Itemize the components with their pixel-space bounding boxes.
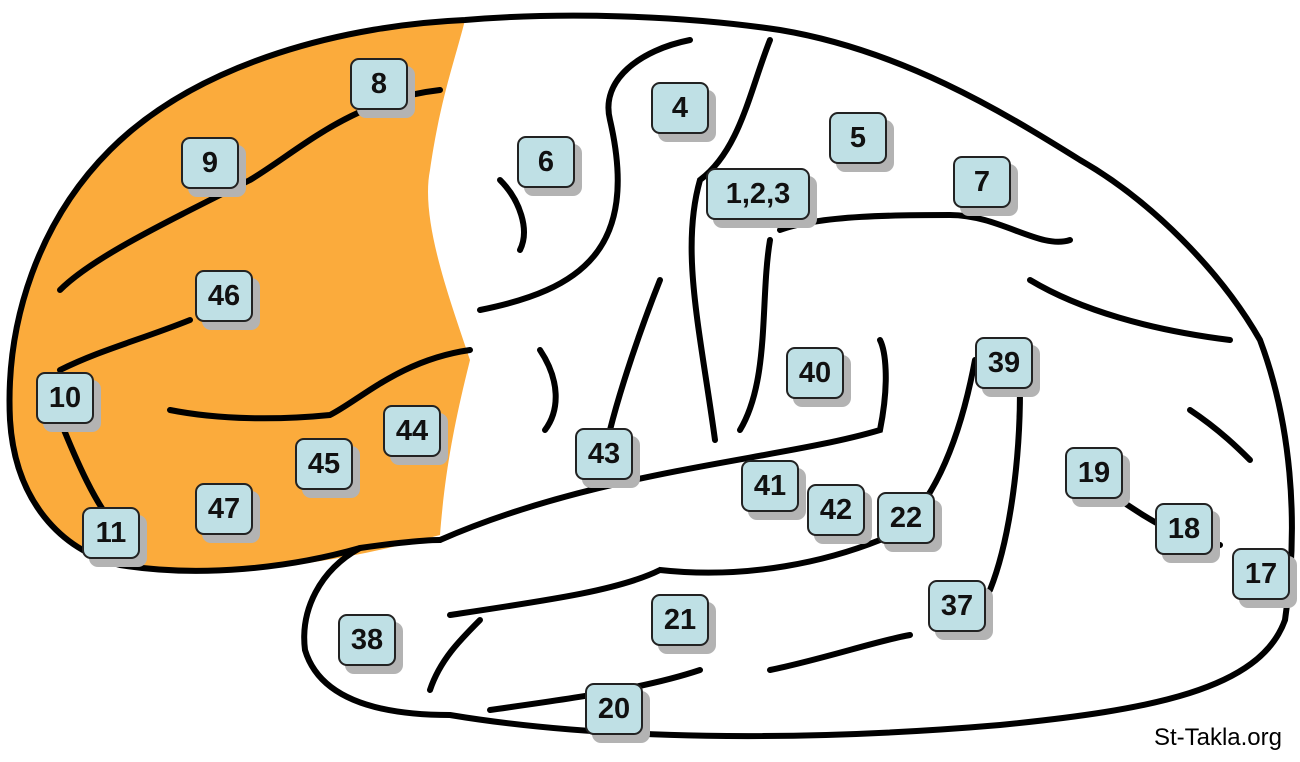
area-label-9: 9 <box>181 137 239 189</box>
area-label-19: 19 <box>1065 447 1123 499</box>
area-label-11: 11 <box>82 507 140 559</box>
area-label-43: 43 <box>575 428 633 480</box>
area-label-46: 46 <box>195 270 253 322</box>
area-label-6: 6 <box>517 136 575 188</box>
area-label-10: 10 <box>36 372 94 424</box>
area-label-45: 45 <box>295 438 353 490</box>
area-label-39: 39 <box>975 337 1033 389</box>
area-label-7: 7 <box>953 156 1011 208</box>
area-label-5: 5 <box>829 112 887 164</box>
watermark-credit: St-Takla.org <box>1153 724 1282 751</box>
area-label-18: 18 <box>1155 503 1213 555</box>
area-label-38: 38 <box>338 614 396 666</box>
area-label-41: 41 <box>741 460 799 512</box>
area-label-17: 17 <box>1232 548 1290 600</box>
area-label-8: 8 <box>350 58 408 110</box>
area-label-4: 4 <box>651 82 709 134</box>
area-label-20: 20 <box>585 683 643 735</box>
area-label-47: 47 <box>195 483 253 535</box>
area-label-1-2-3: 1,2,3 <box>706 168 810 220</box>
area-label-21: 21 <box>651 594 709 646</box>
area-label-42: 42 <box>807 484 865 536</box>
area-label-40: 40 <box>786 347 844 399</box>
area-label-44: 44 <box>383 405 441 457</box>
area-label-22: 22 <box>877 492 935 544</box>
area-label-37: 37 <box>928 580 986 632</box>
